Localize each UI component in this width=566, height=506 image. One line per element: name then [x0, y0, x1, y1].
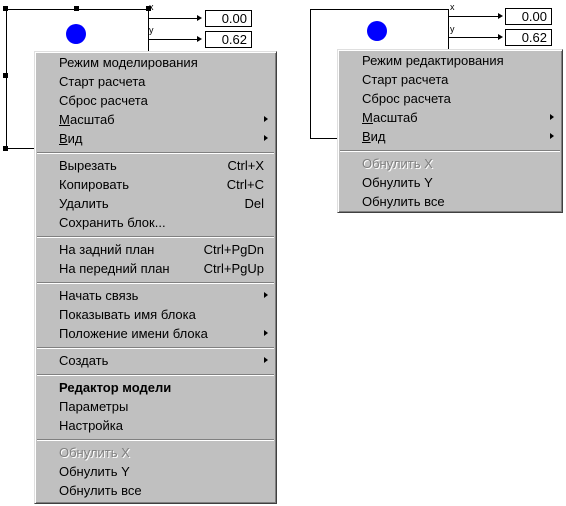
menu-separator: [37, 236, 274, 238]
port-x-label: x: [450, 2, 455, 12]
menu-item-view[interactable]: Вид: [35, 129, 276, 148]
submenu-arrow-icon: [264, 357, 268, 363]
submenu-arrow-icon: [550, 133, 554, 139]
submenu-arrow-icon: [264, 135, 268, 141]
display-y-value: 0.62: [505, 29, 552, 46]
selection-handle[interactable]: [146, 6, 151, 11]
menu-item-show-block-name[interactable]: Показывать имя блока: [59, 307, 196, 322]
menu-item-zero-all[interactable]: Обнулить все: [362, 194, 445, 209]
menu-separator: [37, 152, 274, 154]
menu-separator: [37, 282, 274, 284]
port-y-label: y: [149, 25, 154, 35]
display-x-value: 0.00: [205, 10, 252, 27]
y-output-wire: [149, 39, 197, 40]
submenu-arrow-icon: [550, 114, 554, 120]
block-circle-icon: [367, 21, 387, 41]
display-x-value: 0.00: [505, 8, 552, 25]
port-y-label: y: [450, 24, 455, 34]
menu-item-start-calc[interactable]: Старт расчета: [59, 74, 146, 89]
menu-item-create[interactable]: Создать: [35, 351, 276, 370]
block-circle-icon: [66, 24, 86, 44]
submenu-arrow-icon: [264, 330, 268, 336]
menu-separator: [37, 374, 274, 376]
menu-item-start-link[interactable]: Начать связь: [35, 286, 276, 305]
menu-item-model-editor[interactable]: Редактор модели: [59, 380, 172, 395]
menu-item-scale[interactable]: Масштаб: [35, 110, 276, 129]
menu-item-reset-calc[interactable]: Сброс расчета: [59, 93, 148, 108]
submenu-arrow-icon: [264, 292, 268, 298]
arrow-right-icon: [498, 34, 503, 40]
x-output-wire: [449, 16, 498, 17]
submenu-arrow-icon: [264, 116, 268, 122]
menu-item-name-position[interactable]: Положение имени блока: [35, 324, 276, 343]
menu-item-reset-calc[interactable]: Сброс расчета: [362, 91, 451, 106]
selection-handle[interactable]: [3, 73, 8, 78]
menu-separator: [37, 347, 274, 349]
menu-separator: [340, 150, 560, 152]
display-y-value: 0.62: [205, 31, 252, 48]
right-context-menu: Режим редактирования Старт расчета Сброс…: [337, 49, 563, 213]
menu-item-simulation-mode[interactable]: Режим моделирования: [59, 55, 198, 70]
menu-item-scale[interactable]: Масштаб: [338, 108, 562, 127]
menu-item-settings[interactable]: Настройка: [59, 418, 123, 433]
selection-handle[interactable]: [3, 146, 8, 151]
left-context-menu: Режим моделирования Старт расчета Сброс …: [34, 51, 277, 504]
menu-item-zero-all[interactable]: Обнулить все: [59, 483, 142, 498]
selection-handle[interactable]: [74, 6, 79, 11]
arrow-right-icon: [197, 36, 202, 42]
menu-separator: [37, 439, 274, 441]
menu-item-zero-y[interactable]: Обнулить Y: [362, 175, 433, 190]
menu-item-edit-mode[interactable]: Режим редактирования: [362, 53, 504, 68]
menu-item-parameters[interactable]: Параметры: [59, 399, 129, 414]
x-output-wire: [149, 18, 197, 19]
menu-item-zero-x: Обнулить X: [362, 156, 433, 171]
port-x-label: x: [149, 2, 154, 12]
menu-item-zero-y[interactable]: Обнулить Y: [59, 464, 130, 479]
selection-handle[interactable]: [3, 6, 8, 11]
y-output-wire: [449, 37, 498, 38]
menu-item-view[interactable]: Вид: [338, 127, 562, 146]
arrow-right-icon: [498, 13, 503, 19]
menu-item-start-calc[interactable]: Старт расчета: [362, 72, 449, 87]
arrow-right-icon: [197, 15, 202, 21]
menu-item-save-block[interactable]: Сохранить блок...: [59, 215, 166, 230]
menu-item-zero-x: Обнулить X: [59, 445, 130, 460]
